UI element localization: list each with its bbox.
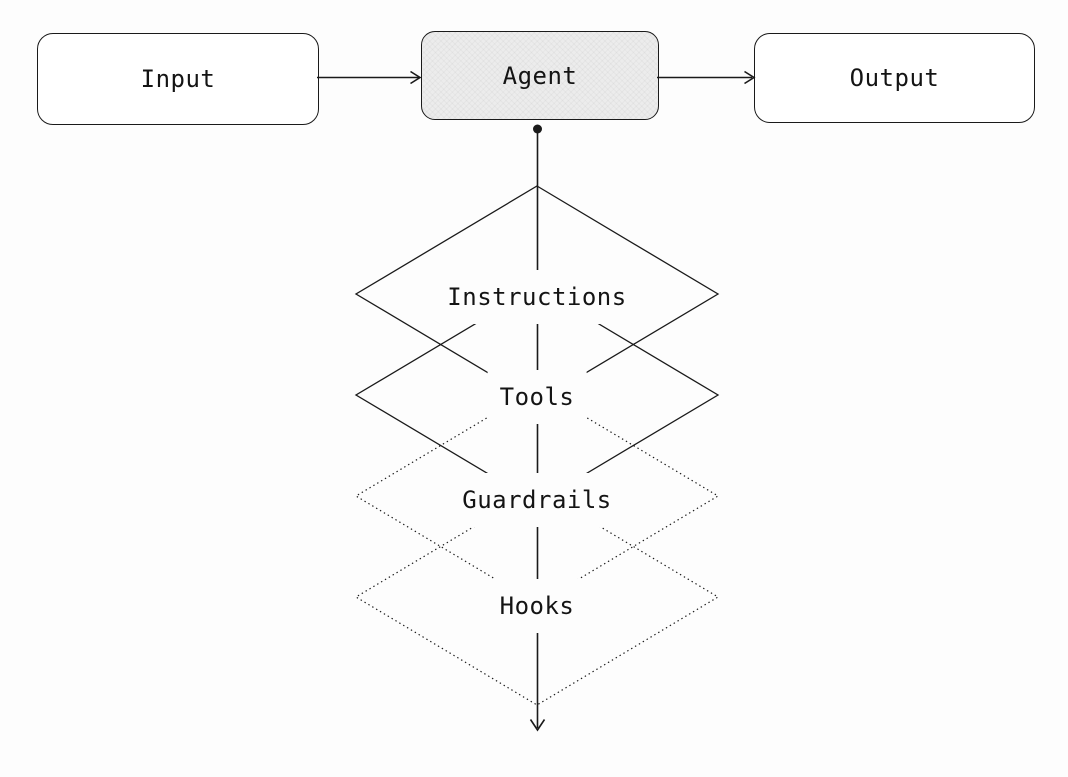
input-box: Input [37, 33, 319, 125]
right-arrowhead-icon [744, 70, 756, 85]
hooks-diamond [354, 488, 720, 706]
agent-box: Agent [421, 31, 659, 120]
instructions-label: Instructions [435, 270, 639, 324]
guardrails-label: Guardrails [450, 473, 624, 527]
right-arrowhead-icon [410, 70, 422, 85]
input-label: Input [140, 65, 216, 93]
hooks-label: Hooks [487, 579, 587, 633]
output-box: Output [754, 33, 1035, 123]
guardrails-diamond [354, 387, 720, 605]
output-label: Output [849, 64, 940, 92]
agent-label: Agent [502, 61, 578, 90]
tools-label: Tools [487, 370, 587, 424]
down-arrowhead-icon [529, 719, 546, 732]
